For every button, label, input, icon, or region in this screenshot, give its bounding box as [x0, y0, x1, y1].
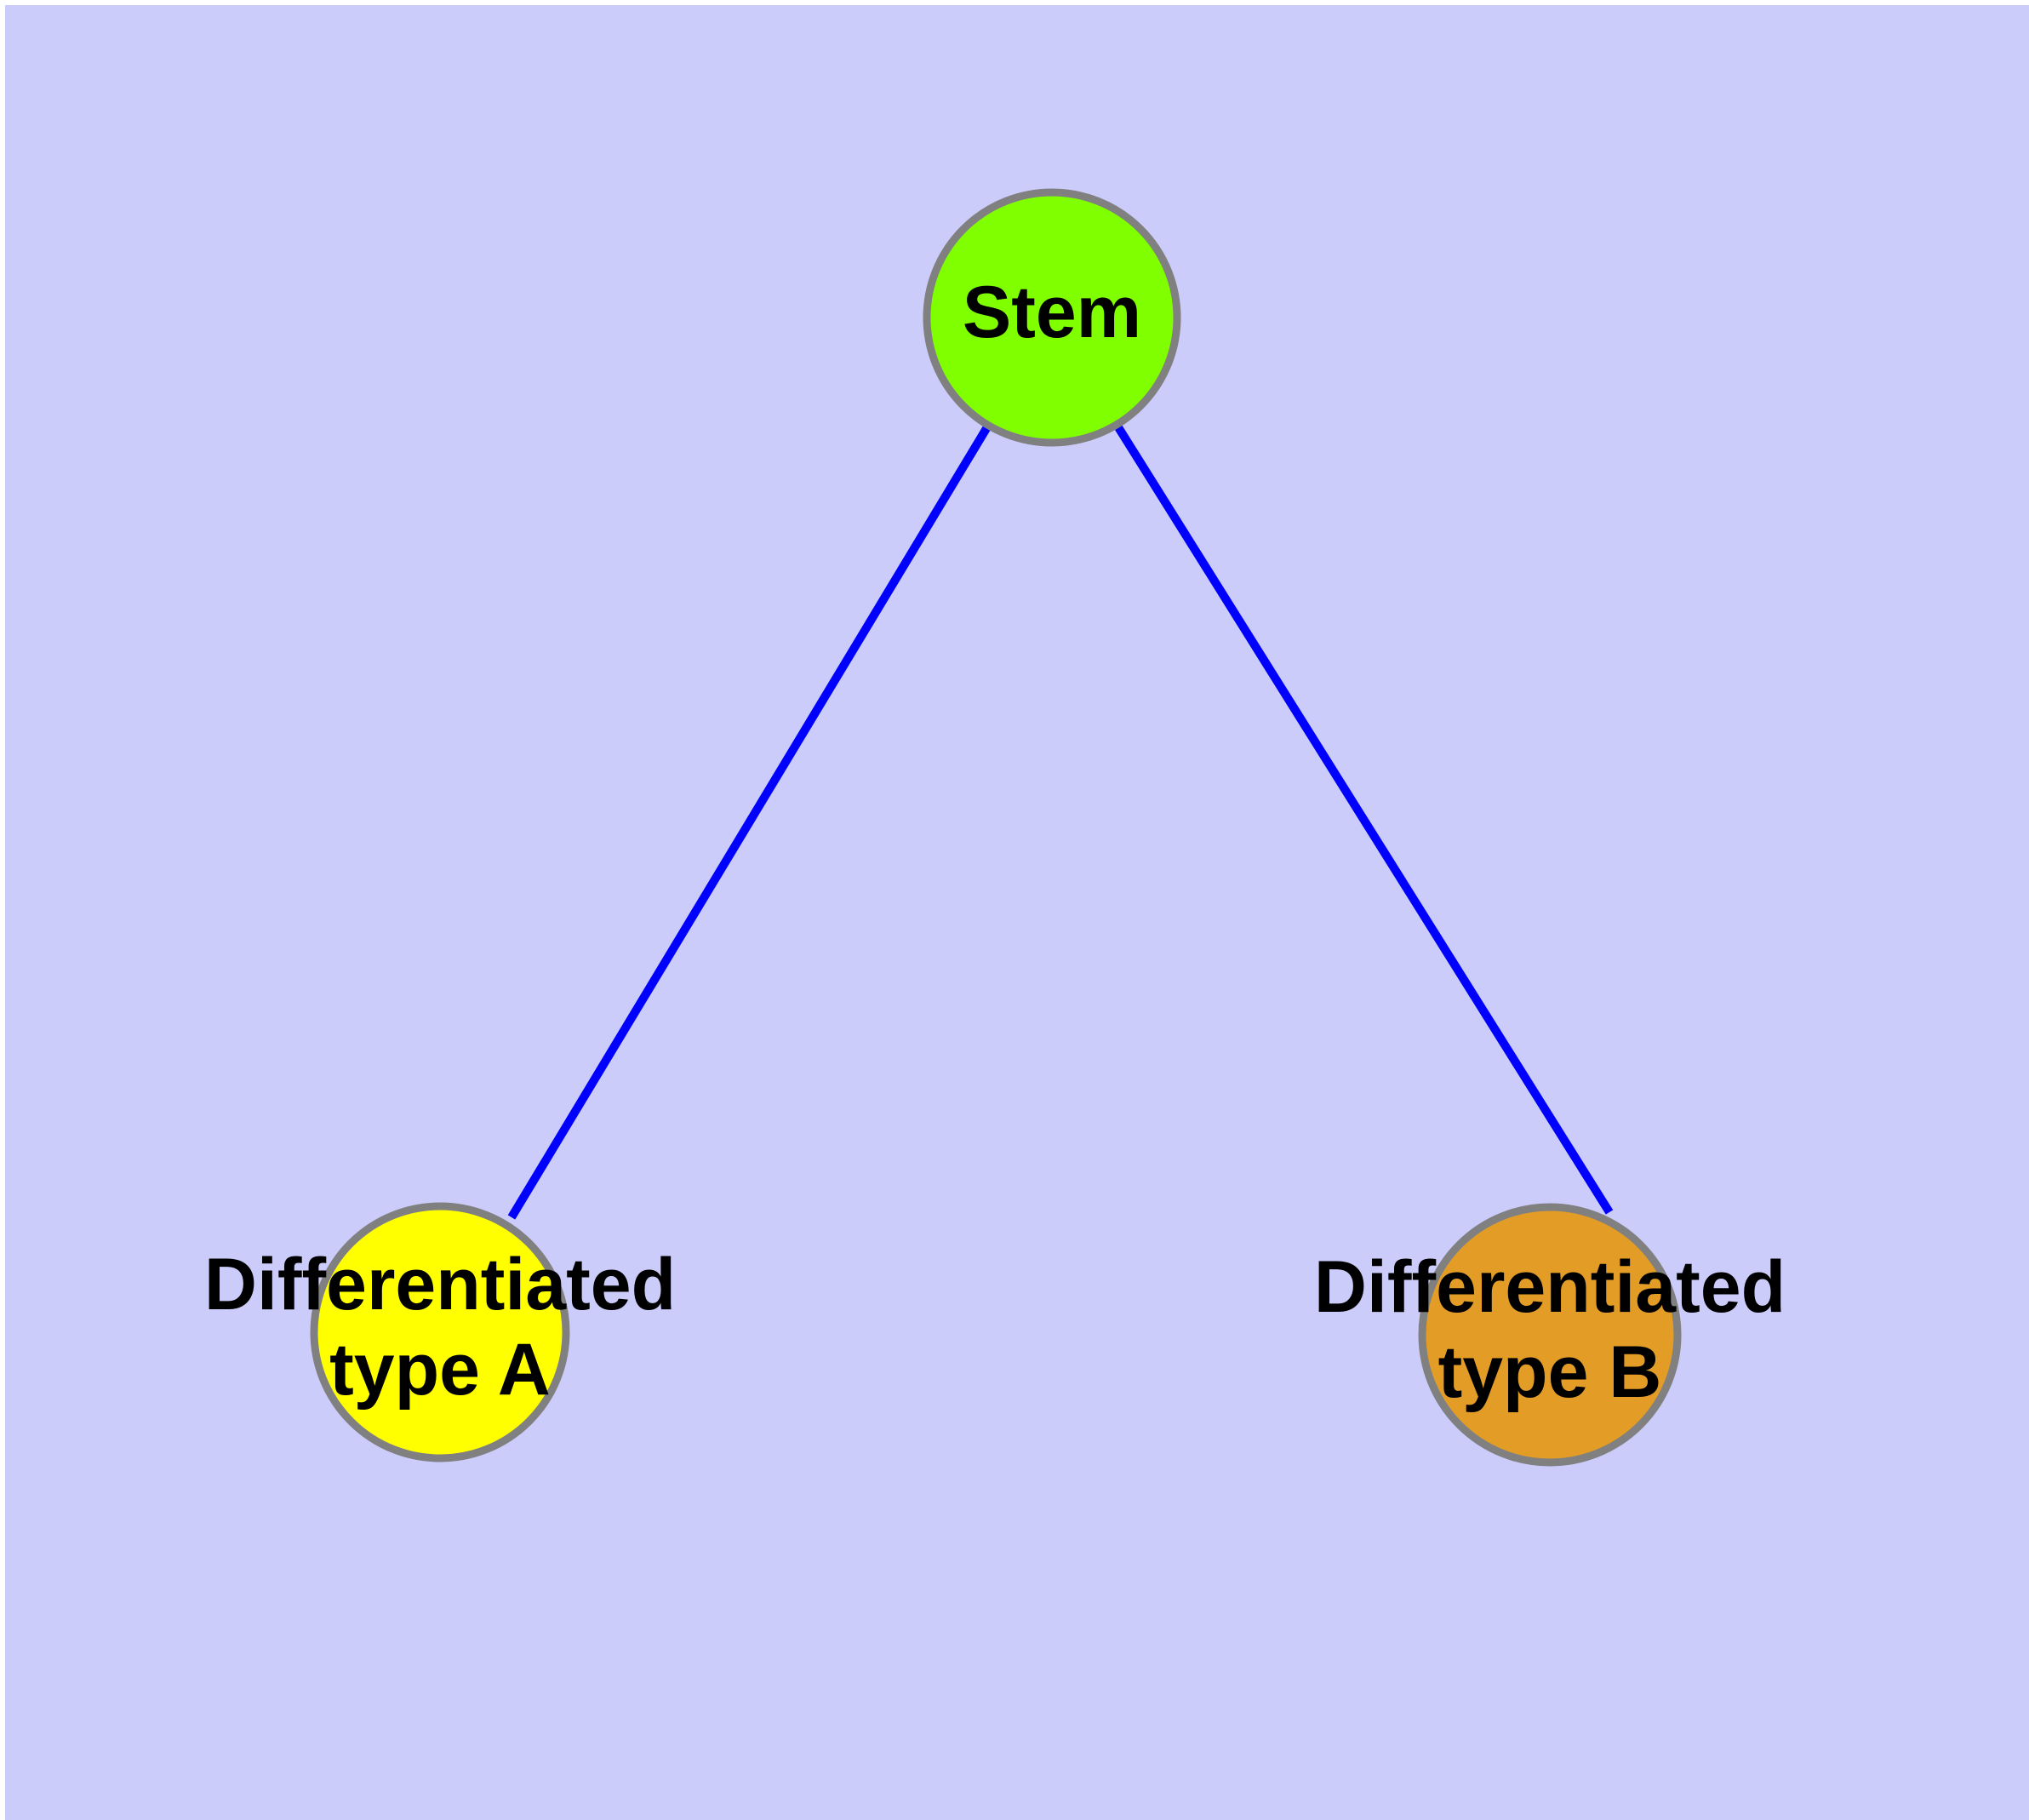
- graph-node-label-line: type B: [1438, 1331, 1662, 1413]
- graph-node-label-line: Differentiated: [204, 1244, 676, 1325]
- graph-node-label-stem: Stem: [963, 272, 1141, 353]
- graph-edge-stem-to-diff-a[interactable]: [507, 423, 992, 1220]
- graph-node-label-line: type A: [329, 1329, 551, 1411]
- graph-node-label-line: Stem: [963, 272, 1141, 353]
- graph-node-stem[interactable]: [923, 188, 1181, 447]
- nodes-layer: [310, 188, 1682, 1467]
- edges-layer: [507, 423, 1614, 1220]
- graph-node-diff-b[interactable]: [1418, 1203, 1682, 1467]
- graph-edge-stem-to-diff-b[interactable]: [1114, 425, 1614, 1215]
- graph-node-diff-a[interactable]: [310, 1202, 570, 1462]
- graph-node-label-line: Differentiated: [1314, 1246, 1786, 1328]
